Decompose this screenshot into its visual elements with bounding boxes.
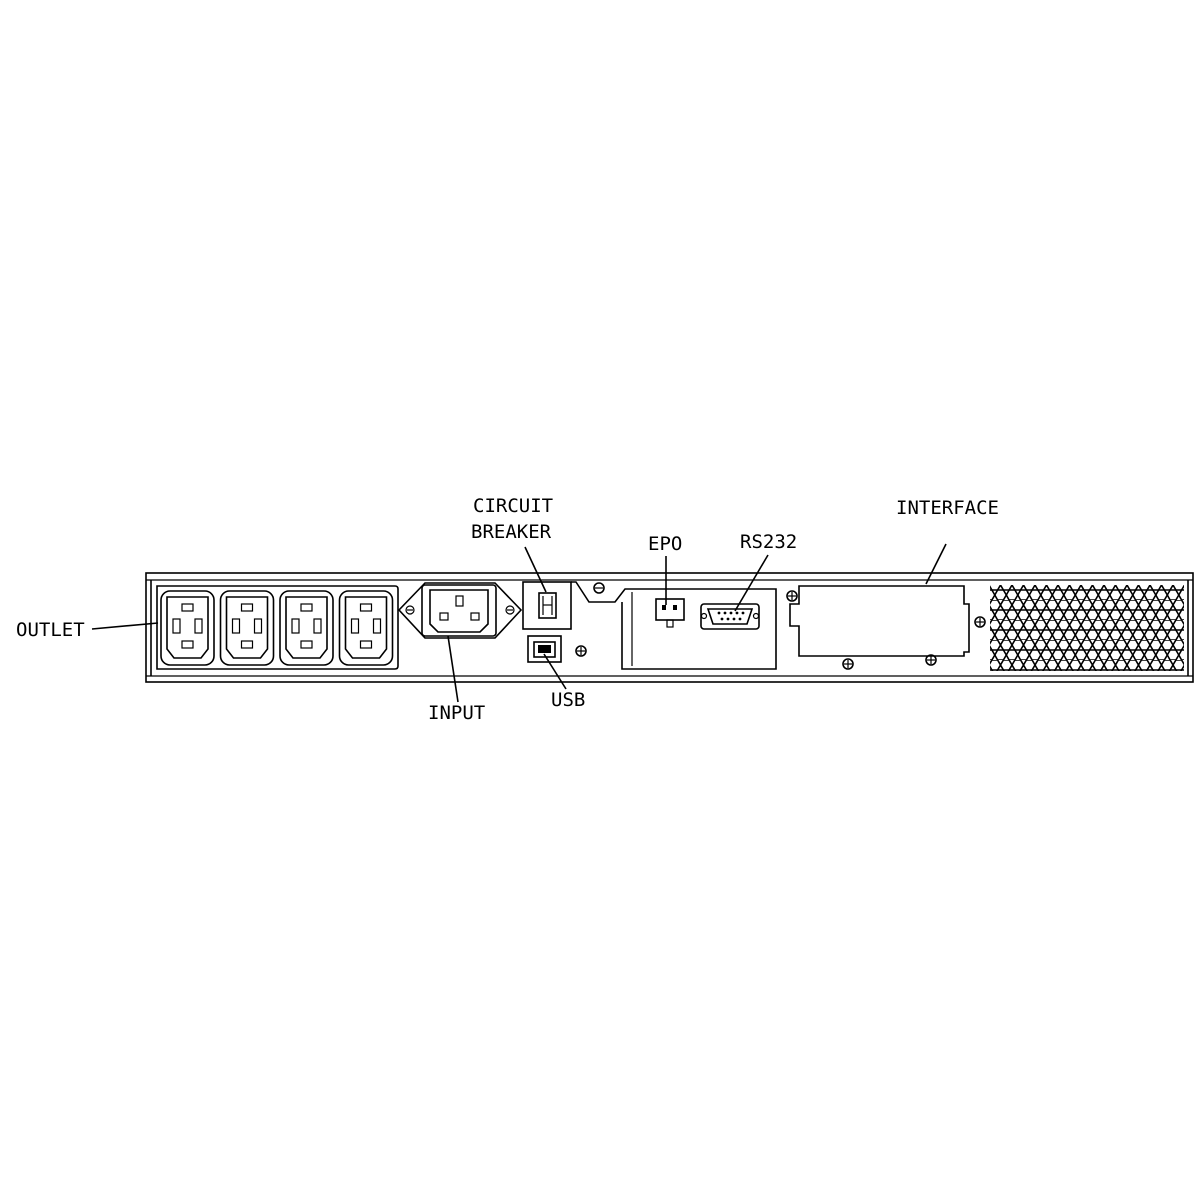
screw-icon	[842, 658, 854, 670]
circuit-breaker-label-line2: BREAKER	[471, 521, 552, 543]
input-label: INPUT	[428, 702, 485, 724]
rs232-port	[700, 603, 760, 630]
rs232-label: RS232	[740, 531, 797, 553]
screw-icon	[575, 645, 587, 657]
screw-icon	[974, 616, 986, 628]
outlet-socket	[219, 590, 275, 666]
interface-slot	[786, 585, 986, 670]
usb-port	[527, 635, 562, 663]
outlets	[160, 590, 394, 666]
usb-label: USB	[551, 689, 585, 711]
screw-icon	[786, 590, 798, 602]
outlet-socket	[338, 590, 394, 666]
screw-icon	[752, 612, 760, 620]
outlet-bank	[156, 585, 399, 670]
screw-icon	[593, 582, 605, 594]
leader-lines	[91, 543, 947, 703]
input-socket	[397, 582, 523, 639]
ventilation-grille	[990, 585, 1184, 671]
screw-icon	[505, 605, 515, 615]
circuit-breaker	[522, 581, 572, 630]
outlet-label: OUTLET	[16, 619, 85, 641]
screw-icon	[925, 654, 937, 666]
outlet-socket	[160, 590, 215, 666]
comm-bay	[571, 581, 777, 670]
outlet-socket	[279, 590, 334, 666]
chassis	[145, 572, 1194, 683]
epo-label: EPO	[648, 533, 682, 555]
screw-icon	[700, 612, 708, 620]
interface-label: INTERFACE	[896, 497, 999, 519]
screw-icon	[405, 605, 415, 615]
epo-connector	[655, 598, 685, 628]
circuit-breaker-label-line1: CIRCUIT	[473, 495, 553, 517]
